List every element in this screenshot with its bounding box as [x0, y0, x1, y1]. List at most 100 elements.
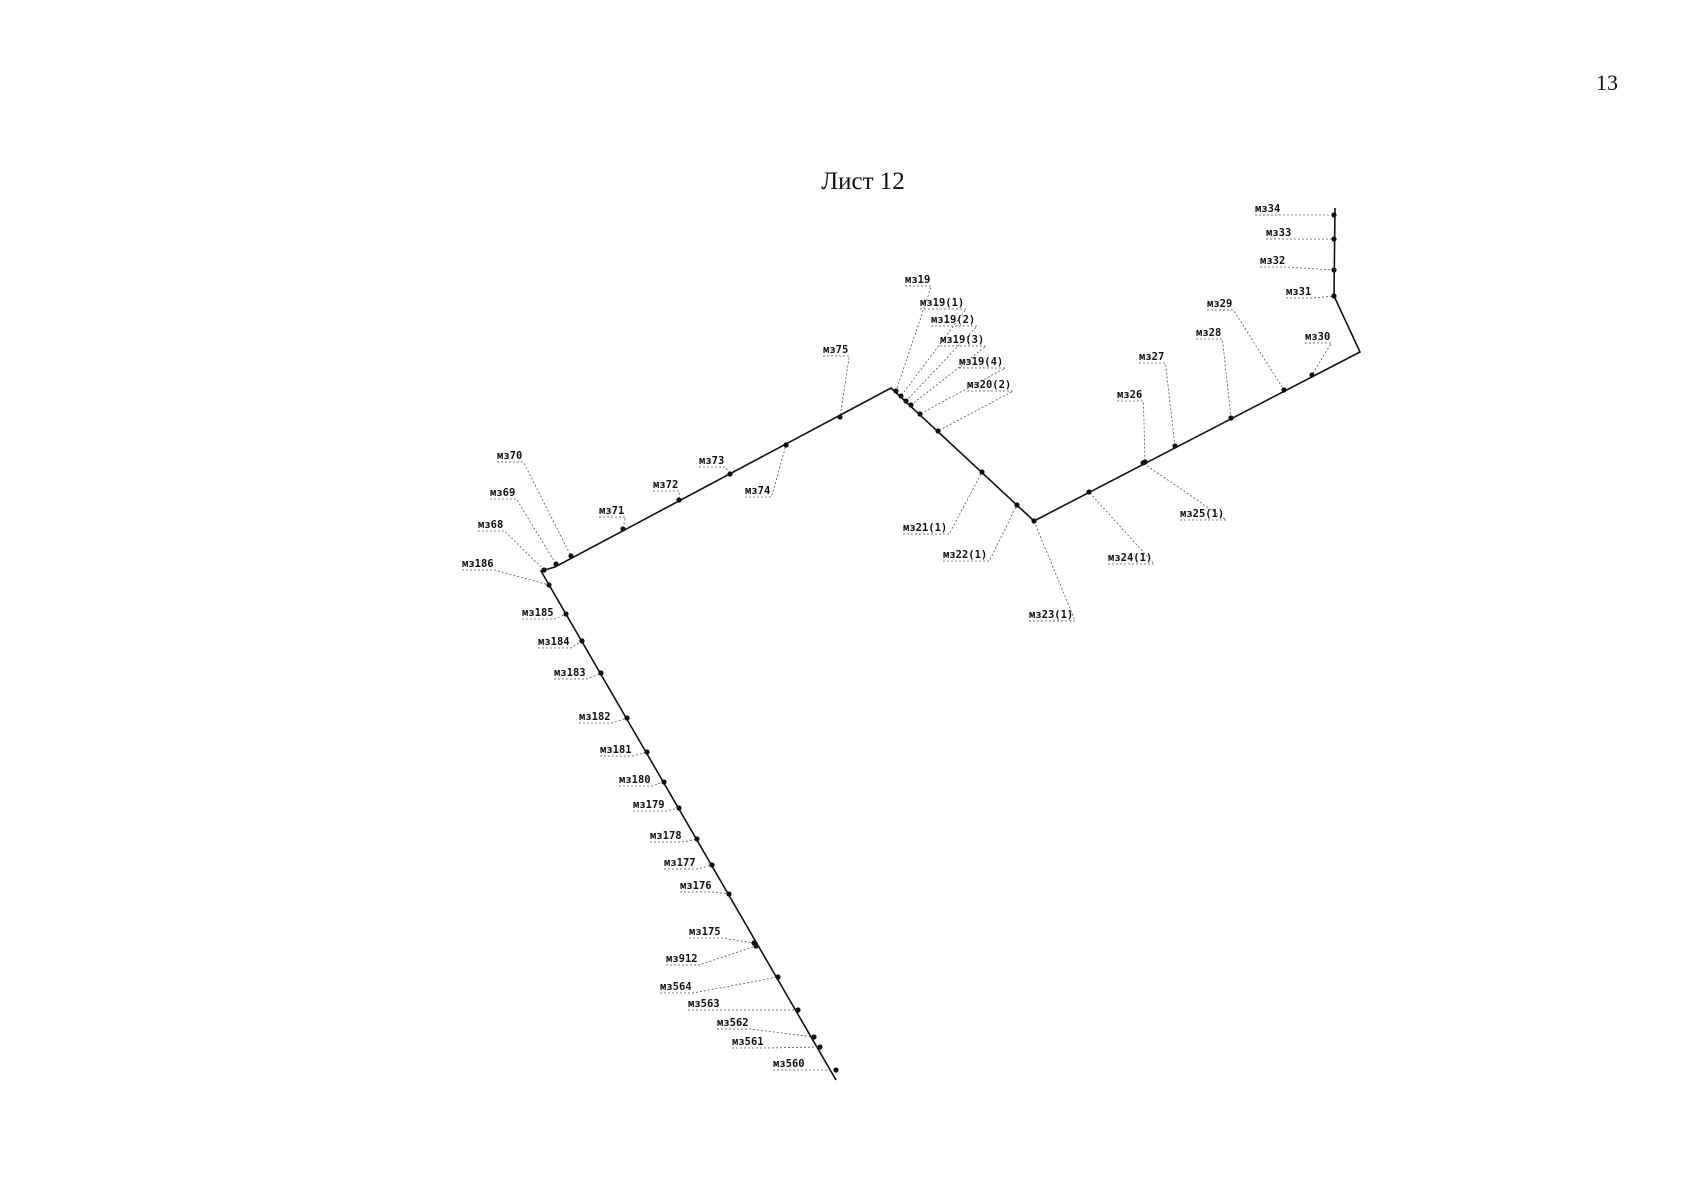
point-label-p23: мз23(1) — [1029, 609, 1073, 621]
sheet-title: Лист 12 — [821, 168, 905, 195]
point-marker-p185 — [563, 611, 569, 617]
point-label-p185: мз185 — [522, 607, 554, 619]
leader-line-p74 — [745, 444, 787, 498]
point-marker-p71 — [620, 526, 626, 532]
point-label-p182: мз182 — [579, 711, 611, 723]
point-marker-p19_2 — [903, 398, 909, 404]
point-marker-p179 — [676, 805, 682, 811]
leader-line-p182 — [579, 717, 628, 724]
point-label-p177: мз177 — [664, 857, 696, 869]
point-marker-p19 — [893, 388, 899, 394]
point-label-p28: мз28 — [1196, 327, 1221, 339]
leader-line-p185 — [522, 613, 567, 620]
leader-line-p23 — [1029, 520, 1076, 622]
leader-line-p175 — [689, 937, 755, 944]
leader-line-p179 — [633, 807, 680, 812]
point-label-p75: мз75 — [823, 344, 848, 356]
leader-line-p183 — [554, 672, 602, 680]
point-marker-p177 — [709, 862, 715, 868]
point-label-p560: мз560 — [773, 1058, 805, 1070]
point-marker-p24 — [1086, 489, 1092, 495]
point-label-p73: мз73 — [699, 455, 724, 467]
point-label-p19_2: мз19(2) — [931, 314, 975, 326]
point-marker-p19_3 — [908, 402, 914, 408]
point-marker-p28 — [1228, 415, 1234, 421]
point-label-p175: мз175 — [689, 926, 721, 938]
leader-line-p71 — [599, 516, 626, 530]
point-label-p32: мз32 — [1260, 255, 1285, 267]
point-marker-p69 — [553, 561, 559, 567]
leader-line-p21 — [903, 471, 983, 535]
leader-line-p72 — [653, 490, 680, 501]
point-marker-p74 — [783, 442, 789, 448]
leader-line-p69 — [490, 498, 557, 565]
point-label-p72: мз72 — [653, 479, 678, 491]
point-marker-p182 — [624, 715, 630, 721]
point-marker-p34 — [1331, 212, 1337, 218]
leader-line-p186 — [462, 569, 550, 586]
point-marker-p32 — [1331, 267, 1337, 273]
point-marker-p176 — [726, 891, 732, 897]
leader-line-p561 — [732, 1046, 821, 1049]
point-label-p22: мз22(1) — [943, 549, 987, 561]
point-marker-p562 — [811, 1034, 817, 1040]
point-marker-p23 — [1031, 518, 1037, 524]
leader-line-p31 — [1286, 295, 1335, 299]
point-label-p564: мз564 — [660, 981, 692, 993]
point-label-p19_4: мз19(4) — [959, 356, 1003, 368]
point-marker-p70 — [568, 553, 574, 559]
point-marker-p560 — [833, 1067, 839, 1073]
leader-line-p25 — [1142, 462, 1228, 521]
page-number: 13 — [1596, 70, 1618, 95]
point-label-p27: мз27 — [1139, 351, 1164, 363]
point-marker-p183 — [598, 670, 604, 676]
point-label-p179: мз179 — [633, 799, 665, 811]
point-marker-p564 — [775, 974, 781, 980]
point-label-p69: мз69 — [490, 487, 515, 499]
point-marker-p22 — [1014, 502, 1020, 508]
point-label-p562: мз562 — [717, 1017, 749, 1029]
leader-line-p562 — [717, 1028, 815, 1038]
point-label-p71: мз71 — [599, 505, 624, 517]
point-marker-p33 — [1331, 236, 1337, 242]
leader-line-p32 — [1260, 266, 1335, 271]
leader-lines — [462, 214, 1335, 1071]
point-label-p24: мз24(1) — [1108, 552, 1152, 564]
point-marker-p563 — [795, 1007, 801, 1013]
point-marker-p912 — [753, 943, 759, 949]
leader-line-p176 — [680, 891, 730, 895]
point-label-p74: мз74 — [745, 485, 770, 497]
point-marker-p31 — [1331, 293, 1337, 299]
point-marker-p180 — [661, 779, 667, 785]
point-label-p912: мз912 — [666, 953, 698, 965]
leader-line-p912 — [666, 945, 757, 966]
point-label-p183: мз183 — [554, 667, 586, 679]
point-marker-p19_1 — [898, 393, 904, 399]
point-marker-p72 — [676, 497, 682, 503]
leader-line-p73 — [699, 466, 731, 475]
leader-line-p27 — [1139, 362, 1176, 447]
point-marker-p75 — [837, 414, 843, 420]
point-marker-p73 — [727, 471, 733, 477]
point-label-p33: мз33 — [1266, 227, 1291, 239]
point-marker-p68 — [541, 567, 547, 573]
point-marker-p181 — [644, 749, 650, 755]
leader-line-p26 — [1117, 400, 1146, 463]
leader-line-p178 — [650, 838, 698, 843]
point-label-p21: мз21(1) — [903, 522, 947, 534]
point-label-p186: мз186 — [462, 558, 494, 570]
point-marker-p19_4 — [917, 411, 923, 417]
point-marker-p186 — [546, 582, 552, 588]
point-label-p563: мз563 — [688, 998, 720, 1010]
leader-line-p75 — [823, 355, 850, 418]
point-label-p180: мз180 — [619, 774, 651, 786]
leader-line-p177 — [664, 864, 713, 870]
point-label-p26: мз26 — [1117, 389, 1142, 401]
leader-line-p30 — [1305, 342, 1333, 376]
point-label-p19_3: мз19(3) — [940, 334, 984, 346]
point-label-p184: мз184 — [538, 636, 570, 648]
leader-line-p19_3 — [910, 345, 988, 406]
point-label-p178: мз178 — [650, 830, 682, 842]
leader-line-p181 — [600, 751, 648, 757]
